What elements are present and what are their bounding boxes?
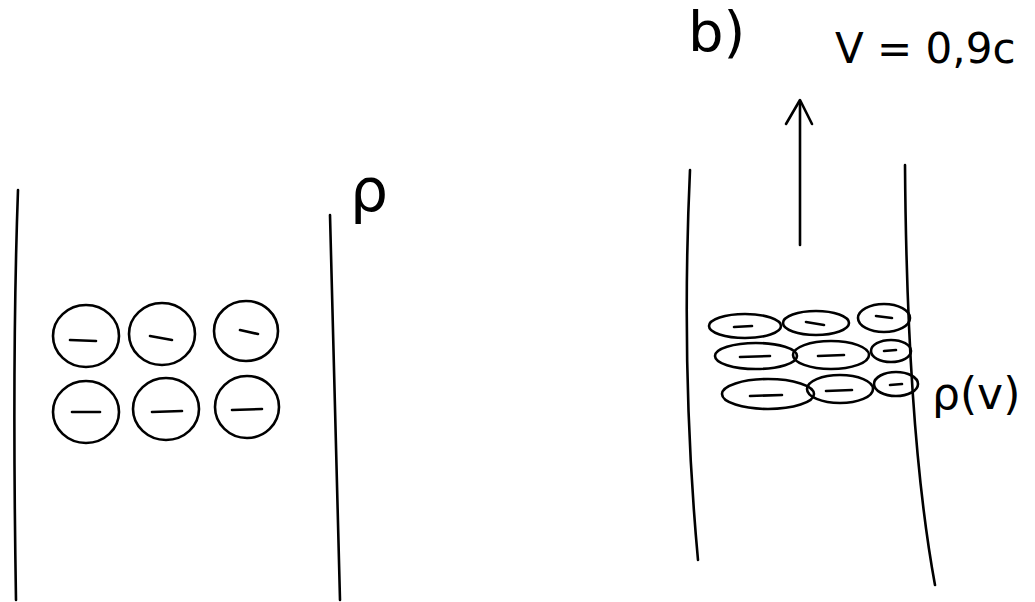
minus-sign: [70, 340, 96, 341]
particle: [709, 314, 781, 338]
minus-sign: [740, 356, 770, 357]
particle: [214, 301, 278, 361]
minus-sign: [232, 409, 262, 410]
label: b): [688, 4, 745, 60]
velocity-arrow: [799, 102, 802, 245]
minus-sign: [72, 411, 100, 414]
container-wall: [687, 170, 698, 560]
minus-sign: [876, 316, 892, 318]
particle: [807, 375, 873, 403]
minus-sign: [734, 326, 752, 327]
particle: [715, 343, 797, 369]
particle: [793, 341, 869, 369]
minus-sign: [240, 330, 258, 334]
minus-sign: [826, 390, 852, 391]
contracted-particles: [709, 304, 918, 409]
minus-sign: [150, 336, 172, 340]
minus-sign: [890, 384, 902, 385]
label: ρ: [350, 160, 388, 220]
particle: [871, 340, 911, 362]
particle: [874, 372, 918, 396]
particle: [215, 376, 279, 438]
container-wall: [14, 190, 18, 600]
minus-sign: [884, 350, 896, 351]
label: ρ(v): [932, 372, 1020, 416]
particle: [858, 304, 910, 332]
minus-sign: [806, 322, 824, 325]
particle: [783, 311, 849, 335]
particle: [53, 305, 119, 367]
minus-sign: [152, 411, 182, 412]
minus-sign: [750, 395, 782, 396]
particle: [53, 381, 119, 443]
container-wall: [330, 215, 340, 600]
label: V = 0,9c: [835, 28, 1016, 70]
minus-sign: [818, 355, 844, 356]
particle: [133, 378, 199, 440]
particle: [722, 379, 814, 409]
particle: [129, 303, 195, 365]
arrow-head: [786, 100, 812, 124]
charged-particles: [53, 301, 279, 443]
